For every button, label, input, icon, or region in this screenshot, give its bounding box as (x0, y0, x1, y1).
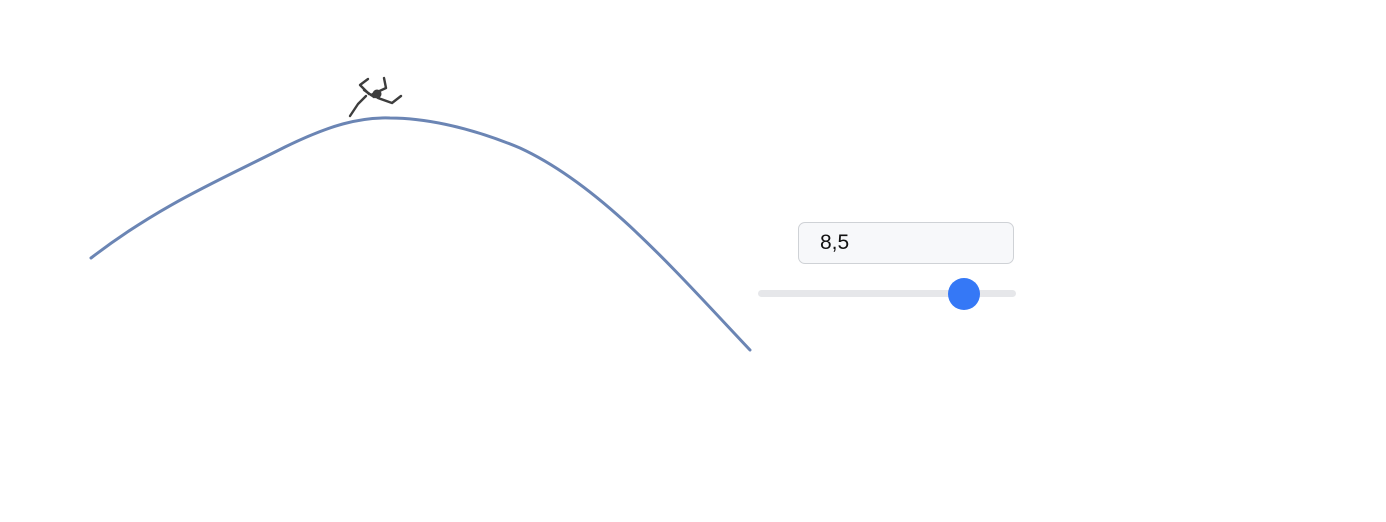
running-person-icon (348, 76, 403, 118)
slider-thumb[interactable] (948, 278, 981, 310)
value-input[interactable] (798, 222, 1014, 264)
hill-canvas (89, 76, 752, 352)
value-controls (758, 222, 1016, 312)
slider-track[interactable] (758, 290, 1016, 297)
value-slider[interactable] (758, 278, 1016, 310)
hill-curve (89, 116, 752, 352)
